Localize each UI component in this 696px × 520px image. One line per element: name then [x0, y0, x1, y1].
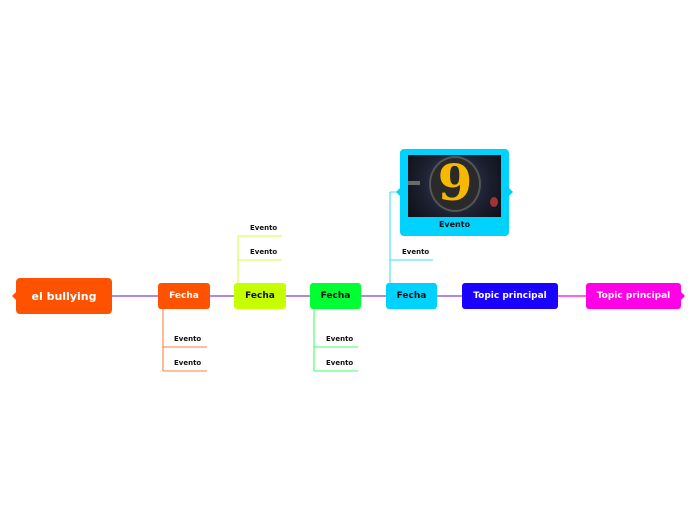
event-fecha1-1[interactable]: Evento — [174, 335, 202, 343]
event-fecha3-1[interactable]: Evento — [326, 335, 354, 343]
topic-node-label: Topic principal — [596, 291, 671, 301]
date-node-3[interactable]: Fecha — [310, 283, 361, 309]
event-fecha4-small[interactable]: Evento — [402, 248, 430, 256]
event-image-node[interactable]: 9 Evento — [400, 149, 509, 236]
collapse-handle-right[interactable] — [681, 292, 685, 300]
topic-node-label: Topic principal — [473, 291, 547, 301]
central-topic[interactable]: el bullying — [16, 278, 112, 314]
event-fecha3-2[interactable]: Evento — [326, 359, 354, 367]
date-node-label: Fecha — [169, 291, 199, 301]
collapse-handle-left[interactable] — [12, 292, 16, 300]
image-node-handle-right[interactable] — [509, 188, 513, 196]
sign-bracket — [408, 181, 420, 185]
number-nine-sign-icon: 9 — [408, 155, 501, 217]
event-fecha2-1[interactable]: Evento — [250, 224, 278, 232]
branch-fecha2 — [237, 235, 282, 283]
date-node-label: Fecha — [396, 291, 427, 301]
date-node-1[interactable]: Fecha — [158, 283, 210, 309]
topic-node-1[interactable]: Topic principal — [462, 283, 558, 309]
branch-fecha1 — [162, 309, 207, 372]
topic-node-2[interactable]: Topic principal — [586, 283, 681, 309]
date-node-label: Fecha — [245, 291, 275, 301]
event-image-label: Evento — [438, 220, 471, 229]
date-node-2[interactable]: Fecha — [234, 283, 286, 309]
sign-disc — [429, 156, 481, 212]
date-node-4[interactable]: Fecha — [386, 283, 437, 309]
sign-light — [490, 197, 498, 207]
event-fecha1-2[interactable]: Evento — [174, 359, 202, 367]
date-node-label: Fecha — [320, 291, 351, 301]
image-node-handle-left[interactable] — [396, 188, 400, 196]
central-topic-label: el bullying — [31, 289, 97, 303]
sign-digit: 9 — [437, 155, 473, 212]
event-fecha2-2[interactable]: Evento — [250, 248, 278, 256]
branch-fecha3 — [313, 309, 358, 372]
